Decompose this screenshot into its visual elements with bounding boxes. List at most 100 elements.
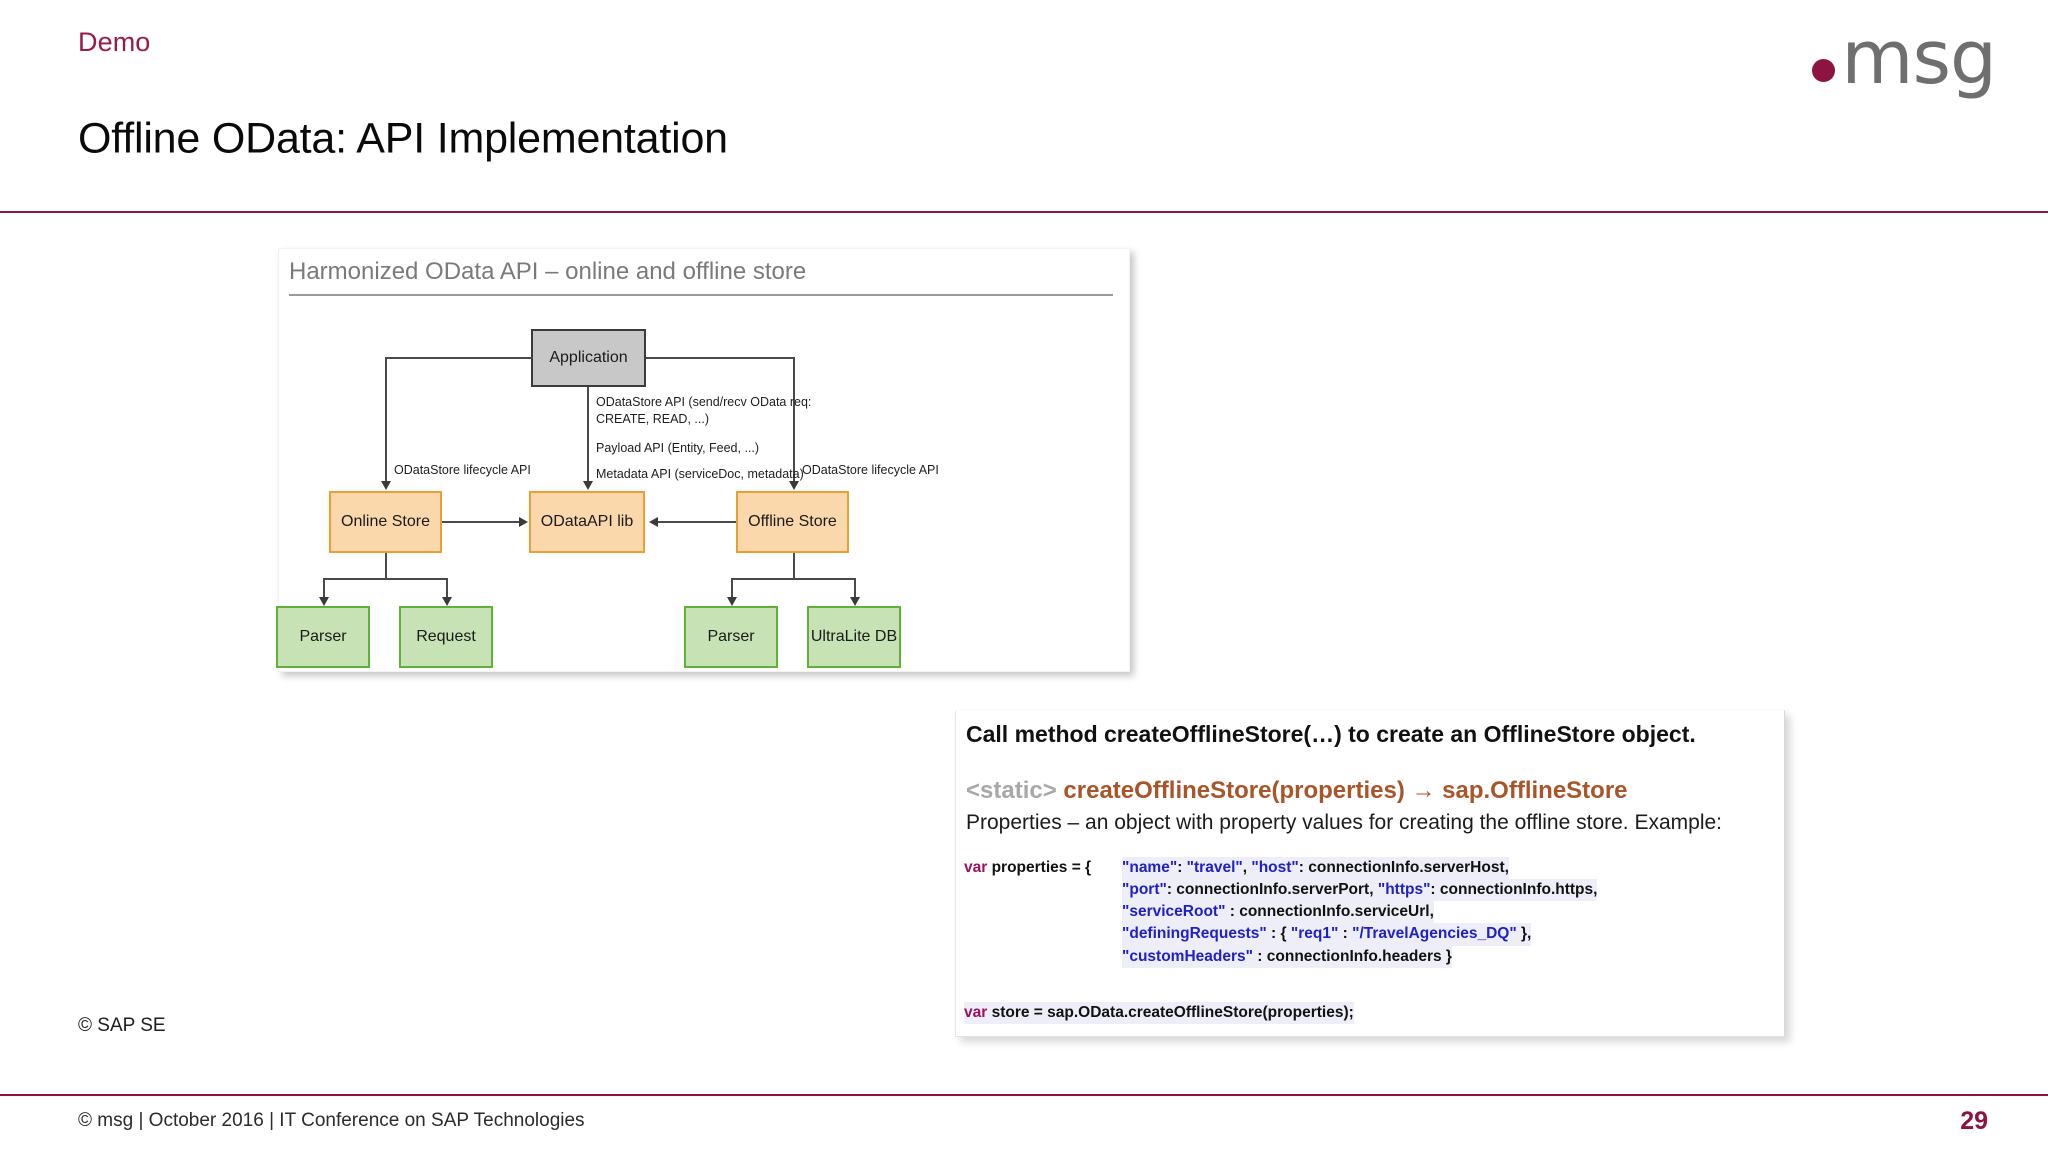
footer-divider — [0, 1094, 2048, 1096]
edge-app-bus-right — [646, 357, 794, 359]
edge-offline-to-lib — [658, 521, 736, 523]
edge-ultralite-drop — [854, 578, 856, 599]
code-example: var properties = { "name": "travel", "ho… — [964, 857, 1754, 1024]
code-str: "travel" — [1186, 859, 1243, 876]
diagram-node-online-store: Online Store — [329, 491, 442, 553]
code-line: "definingRequests" : { "req1" : "/Travel… — [964, 923, 1754, 946]
code-declaration: var properties = { — [964, 857, 1122, 879]
edge-app-bus — [385, 357, 532, 359]
code-str: "port" — [1122, 881, 1167, 899]
code-line-body: "port": connectionInfo.serverPort, "http… — [1122, 879, 1598, 902]
code-text: : connectionInfo.serverPort, — [1166, 881, 1378, 899]
logo-dot-icon — [1812, 58, 1836, 82]
code-text: : connectionInfo.headers } — [1253, 947, 1452, 965]
edge-center-drop — [587, 387, 589, 483]
api-signature: <static> createOfflineStore(properties) … — [966, 777, 1628, 805]
diagram-node-ultralite-db-label: UltraLite DB — [810, 628, 898, 645]
code-line: "serviceRoot" : connectionInfo.serviceUr… — [964, 901, 1754, 924]
code-text: : connectionInfo.serverHost, — [1298, 859, 1509, 876]
label-payload-api: Payload API (Entity, Feed, ...) — [596, 441, 760, 455]
diagram-node-ultralite-db: UltraLite DB — [807, 606, 901, 668]
edge-online-request-drop — [446, 578, 448, 599]
diagram-node-odata-api-lib: ODataAPI lib — [529, 491, 645, 553]
code-str: "/TravelAgencies_DQ" — [1352, 925, 1517, 943]
page-number: 29 — [1960, 1107, 1988, 1135]
diagram-node-application: Application — [531, 329, 646, 387]
architecture-diagram: Harmonized OData API – online and offlin… — [276, 248, 1130, 672]
api-description-text: Properties – an object with property val… — [966, 811, 1723, 834]
label-lifecycle-right: ODataStore lifecycle API — [802, 463, 939, 477]
code-text: store = sap.OData.createOfflineStore(pro… — [987, 1003, 1354, 1021]
api-description-panel: Call method createOfflineStore(…) to cre… — [955, 710, 1785, 1037]
diagram-node-online-parser-label: Parser — [299, 628, 347, 645]
label-metadata-api: Metadata API (serviceDoc, metadata) — [596, 467, 804, 481]
arrowhead-lib-from-offline — [649, 517, 658, 527]
code-str: "serviceRoot" — [1122, 903, 1226, 921]
edge-left-drop — [385, 357, 387, 483]
diagram-node-online-parser: Parser — [276, 606, 370, 668]
code-line: "customHeaders" : connectionInfo.headers… — [964, 945, 1754, 968]
edge-offline-down — [793, 553, 795, 579]
label-lifecycle-left: ODataStore lifecycle API — [394, 463, 531, 477]
code-line-body: "customHeaders" : connectionInfo.headers… — [1122, 945, 1452, 968]
code-line-body: "name": "travel", "host": connectionInfo… — [1122, 857, 1509, 880]
code-str: "name" — [1122, 859, 1178, 876]
diagram-node-application-label: Application — [549, 349, 628, 366]
footer-text: © msg | October 2016 | IT Conference on … — [78, 1110, 585, 1131]
code-text: : — [1177, 859, 1187, 876]
arrowhead-offline-parser — [727, 597, 737, 606]
code-gutter — [964, 923, 1122, 945]
code-text: : connectionInfo.serviceUrl, — [1225, 903, 1434, 921]
diagram-node-odata-api-lib-label: ODataAPI lib — [540, 513, 634, 530]
arrowhead-online-store — [381, 481, 391, 490]
page-title: Offline OData: API Implementation — [78, 114, 728, 163]
code-gutter — [964, 901, 1122, 923]
eyebrow-label: Demo — [78, 27, 151, 57]
diagram-node-offline-parser: Parser — [684, 606, 778, 668]
edge-offline-parser-drop — [731, 578, 733, 599]
code-keyword-var: var — [964, 859, 988, 876]
code-line-body: "serviceRoot" : connectionInfo.serviceUr… — [1122, 901, 1434, 924]
code-line-body: var store = sap.OData.createOfflineStore… — [964, 1001, 1354, 1024]
diagram-title: Harmonized OData API – online and offlin… — [289, 258, 807, 285]
sap-credit: © SAP SE — [78, 1015, 166, 1036]
code-text: : — [1338, 925, 1353, 943]
logo-wordmark: msg — [1841, 15, 1997, 101]
code-gutter — [964, 946, 1122, 968]
code-line: var properties = { "name": "travel", "ho… — [964, 857, 1754, 880]
code-line: "port": connectionInfo.serverPort, "http… — [964, 879, 1754, 902]
code-str: "customHeaders" — [1122, 947, 1253, 965]
code-line-body: "definingRequests" : { "req1" : "/Travel… — [1122, 923, 1532, 946]
arrowhead-lib-from-online — [519, 517, 528, 527]
api-signature-main: createOfflineStore(properties) → sap.Off… — [1063, 777, 1628, 804]
api-panel-heading: Call method createOfflineStore(…) to cre… — [966, 721, 1696, 747]
code-keyword-var: var — [964, 1003, 988, 1021]
code-str: "req1" — [1290, 925, 1339, 943]
header-divider — [0, 211, 2048, 213]
msg-logo: msg — [1812, 15, 1997, 101]
edge-right-drop — [793, 357, 795, 483]
code-text: , — [1242, 859, 1252, 876]
edge-offline-split — [731, 578, 856, 580]
code-text: }, — [1516, 925, 1532, 943]
diagram-node-online-request-label: Request — [416, 628, 476, 645]
code-line: var store = sap.OData.createOfflineStore… — [964, 1001, 1754, 1024]
arrowhead-online-parser — [319, 597, 329, 606]
edge-online-to-lib — [442, 521, 520, 523]
code-blank-line — [964, 968, 1754, 1002]
diagram-node-offline-store-label: Offline Store — [748, 513, 837, 530]
edge-online-down — [385, 553, 387, 579]
diagram-node-online-store-label: Online Store — [341, 513, 430, 530]
diagram-title-divider — [289, 294, 1113, 296]
diagram-node-online-request: Request — [399, 606, 493, 668]
code-gutter — [964, 879, 1122, 901]
code-text: : connectionInfo.https, — [1430, 881, 1598, 899]
code-str: "https" — [1377, 881, 1431, 899]
arrowhead-ultralite-db — [850, 597, 860, 606]
edge-online-parser-drop — [323, 578, 325, 599]
code-assign: properties = { — [987, 859, 1092, 876]
code-str: "host" — [1251, 859, 1299, 876]
arrowhead-odata-lib — [583, 481, 593, 490]
diagram-node-offline-store: Offline Store — [736, 491, 849, 553]
arrowhead-online-request — [442, 597, 452, 606]
